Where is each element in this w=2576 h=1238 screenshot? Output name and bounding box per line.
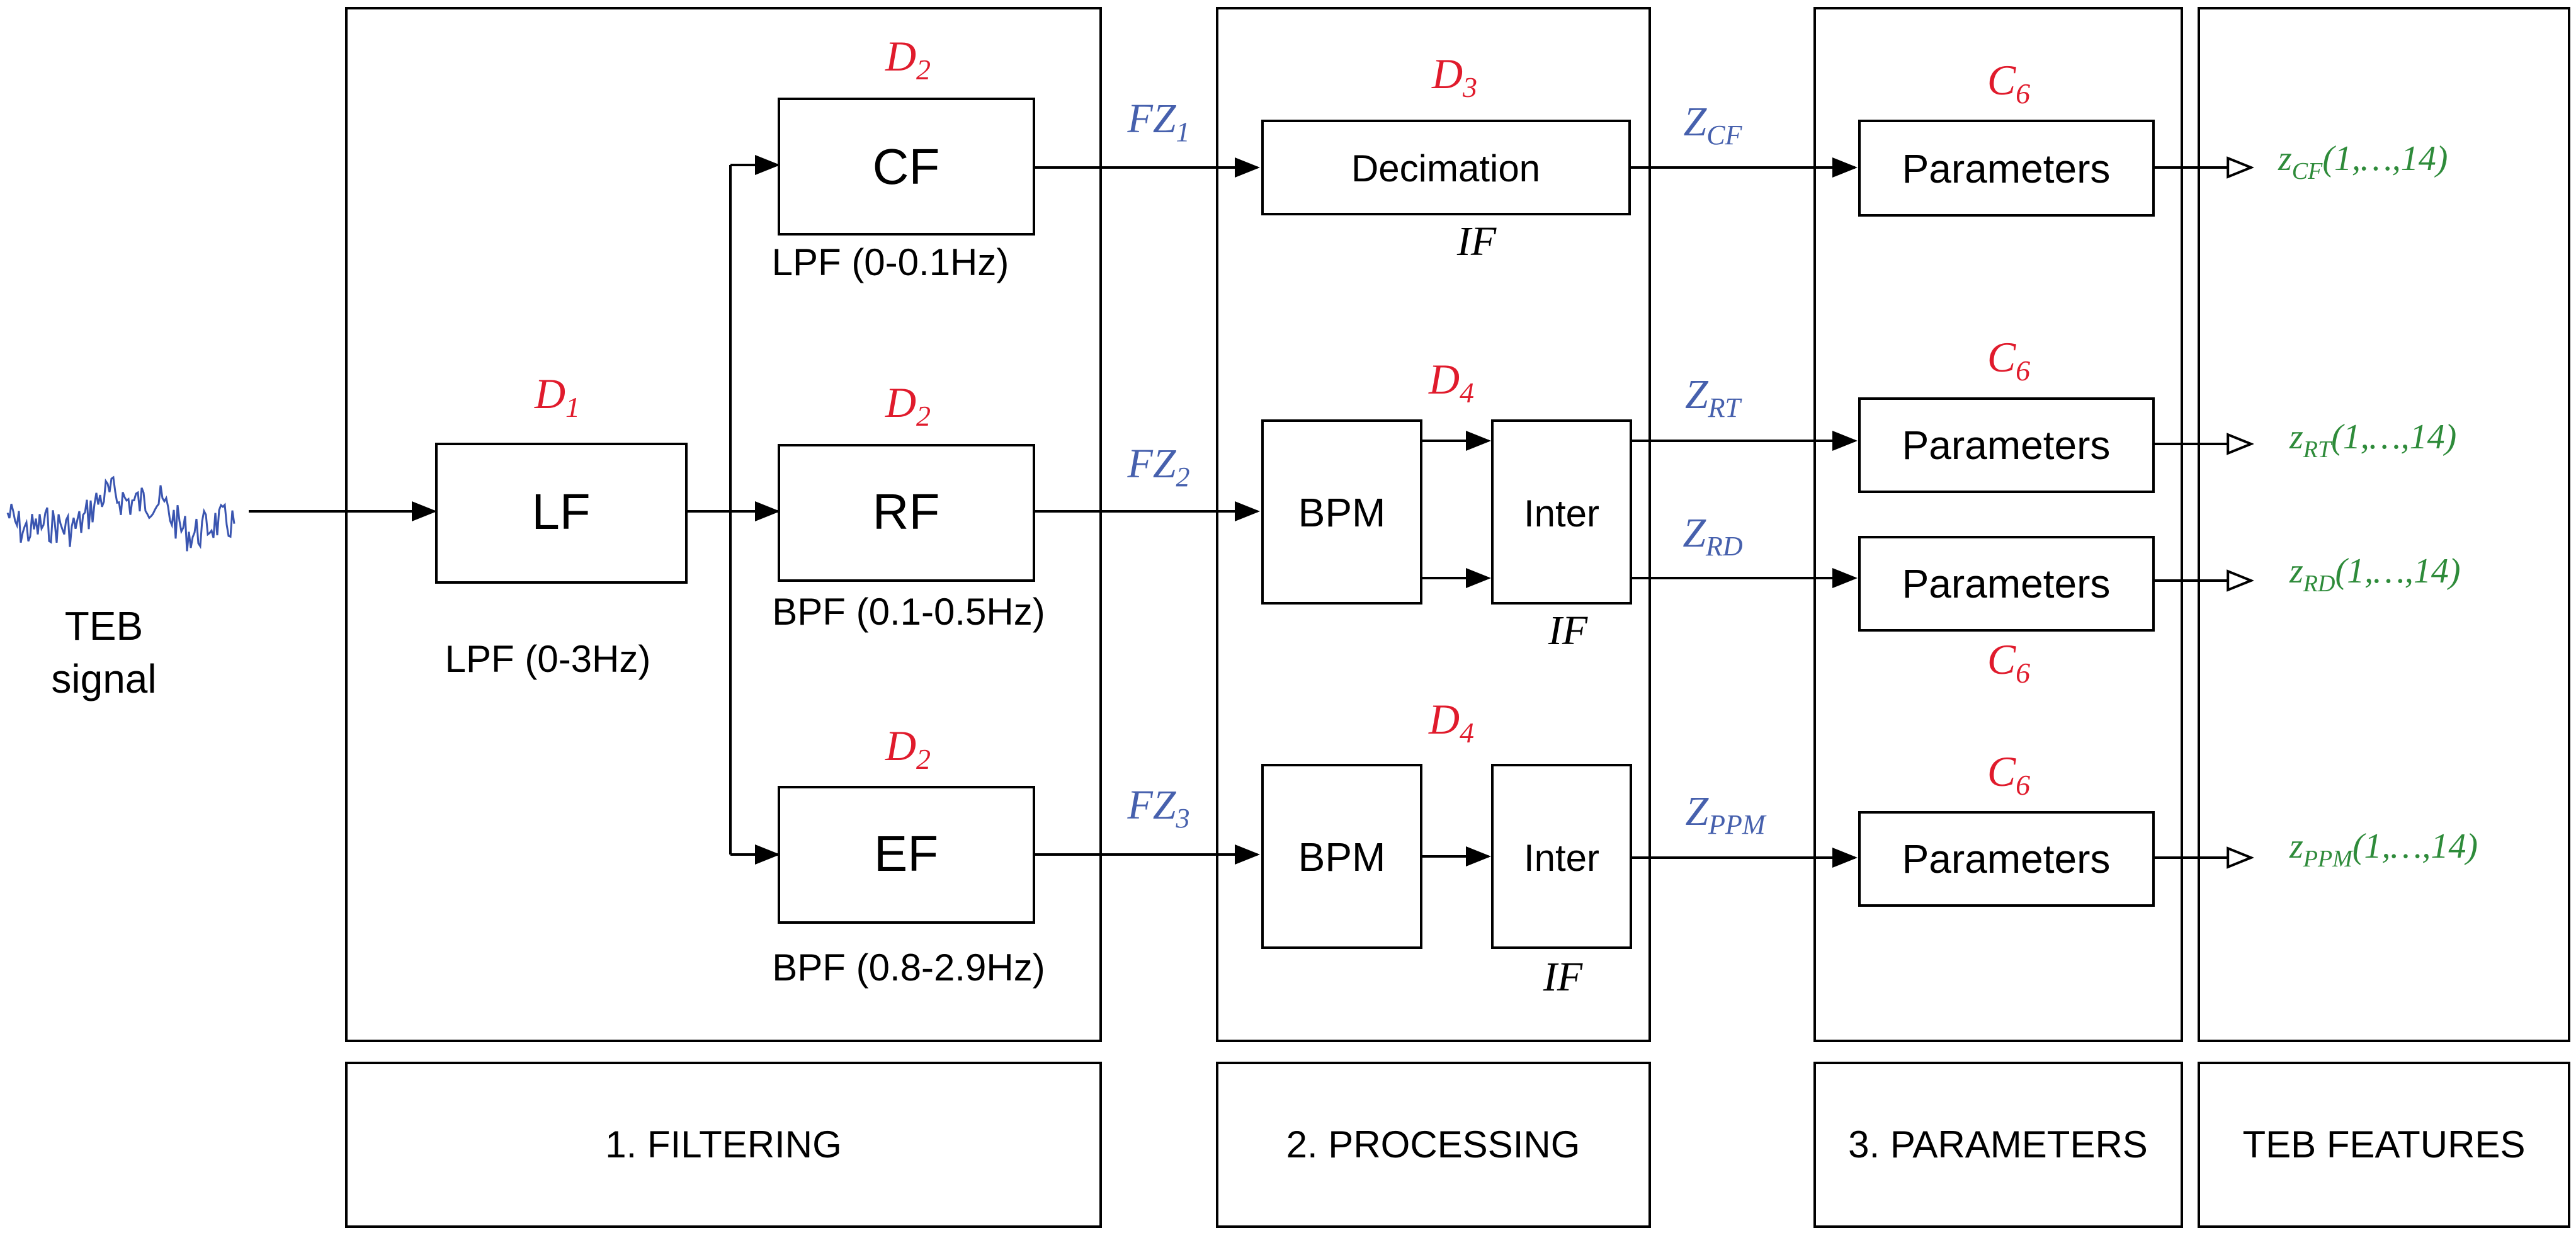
lf-box bbox=[435, 443, 688, 584]
lf-label: LF bbox=[531, 484, 590, 540]
feature-rd-label: zRD(1,…,14) bbox=[2289, 552, 2461, 597]
rf-label: RF bbox=[873, 484, 940, 540]
ef-box bbox=[778, 786, 1035, 924]
parameters-rt-design-label: C6 bbox=[1987, 333, 2030, 387]
teb-signal-waveform bbox=[6, 475, 235, 552]
zrd-label: ZRD bbox=[1682, 510, 1743, 562]
feature-rt-label: zRT(1,…,14) bbox=[2289, 417, 2456, 463]
parameters-cf-box bbox=[1858, 120, 2155, 217]
bpm-rf-label: BPM bbox=[1298, 490, 1386, 535]
input-label-line2: signal bbox=[51, 656, 156, 701]
zppm-label: ZPPM bbox=[1685, 788, 1766, 840]
ef-processing-design-label: D4 bbox=[1428, 695, 1474, 749]
ef-design-label: D2 bbox=[885, 722, 931, 775]
cf-design-label: D2 bbox=[885, 32, 931, 86]
ef-filter-label: BPF (0.8-2.9Hz) bbox=[772, 946, 1045, 989]
parameters-rd-label: Parameters bbox=[1902, 561, 2111, 606]
zrt-label: ZRT bbox=[1685, 372, 1743, 423]
lf-filter-label: LPF (0-3Hz) bbox=[445, 638, 651, 680]
parameters-rd-box bbox=[1858, 536, 2155, 632]
cf-label: CF bbox=[873, 139, 940, 195]
rf-filter-label: BPF (0.1-0.5Hz) bbox=[772, 591, 1045, 633]
fz1-label: FZ1 bbox=[1126, 96, 1189, 147]
features-stage-label-box bbox=[2198, 1062, 2570, 1228]
feature-cf-label: zCF(1,…,14) bbox=[2278, 139, 2448, 185]
bpm-ef-box bbox=[1261, 764, 1422, 949]
rf-design-label: D2 bbox=[885, 378, 931, 432]
processing-stage-label: 2. PROCESSING bbox=[1286, 1123, 1580, 1166]
cf-filter-label: LPF (0-0.1Hz) bbox=[772, 241, 1009, 283]
processing-stage-label-box bbox=[1216, 1062, 1651, 1228]
parameters-cf-label: Parameters bbox=[1902, 146, 2111, 191]
cf-box bbox=[778, 98, 1035, 236]
parameters-ppm-label: Parameters bbox=[1902, 836, 2111, 882]
decimation-label: Decimation bbox=[1351, 147, 1540, 190]
parameters-ppm-design-label: C6 bbox=[1987, 747, 2030, 801]
bpm-rf-box bbox=[1261, 419, 1422, 605]
filtering-stage-label-box bbox=[345, 1062, 1102, 1228]
parameters-rd-design-label: C6 bbox=[1987, 635, 2030, 689]
parameters-stage-label-box bbox=[1813, 1062, 2183, 1228]
filtering-stage-label: 1. FILTERING bbox=[605, 1123, 842, 1166]
parameters-ppm-box bbox=[1858, 811, 2155, 907]
rf-box bbox=[778, 444, 1035, 582]
inter-rf-method-label: IF bbox=[1548, 608, 1588, 654]
fz3-label: FZ3 bbox=[1126, 782, 1189, 834]
parameters-cf-design-label: C6 bbox=[1987, 56, 2030, 110]
parameters-stage-label: 3. PARAMETERS bbox=[1848, 1123, 2148, 1166]
parameters-rt-box bbox=[1858, 397, 2155, 493]
parameters-rt-label: Parameters bbox=[1902, 423, 2111, 468]
lf-design-label: D1 bbox=[534, 370, 580, 423]
fz2-label: FZ2 bbox=[1126, 441, 1189, 492]
inter-rf-label: Inter bbox=[1524, 492, 1599, 535]
features-stage-label: TEB FEATURES bbox=[2243, 1123, 2526, 1166]
feature-ppm-label: zPPM(1,…,14) bbox=[2289, 827, 2478, 872]
input-label-line1: TEB bbox=[65, 603, 143, 649]
features-stage-frame bbox=[2198, 7, 2570, 1042]
zcf-label: ZCF bbox=[1684, 99, 1743, 150]
inter-ef-box bbox=[1491, 764, 1632, 949]
decimation-box bbox=[1261, 120, 1631, 215]
rf-processing-design-label: D4 bbox=[1428, 355, 1474, 409]
inter-ef-method-label: IF bbox=[1543, 954, 1583, 1000]
inter-rf-box bbox=[1491, 419, 1632, 605]
ef-label: EF bbox=[874, 826, 938, 882]
bpm-ef-label: BPM bbox=[1298, 834, 1386, 880]
inter-ef-label: Inter bbox=[1524, 837, 1599, 879]
decimation-design-label: D3 bbox=[1431, 50, 1477, 103]
decimation-method-label: IF bbox=[1456, 219, 1497, 264]
